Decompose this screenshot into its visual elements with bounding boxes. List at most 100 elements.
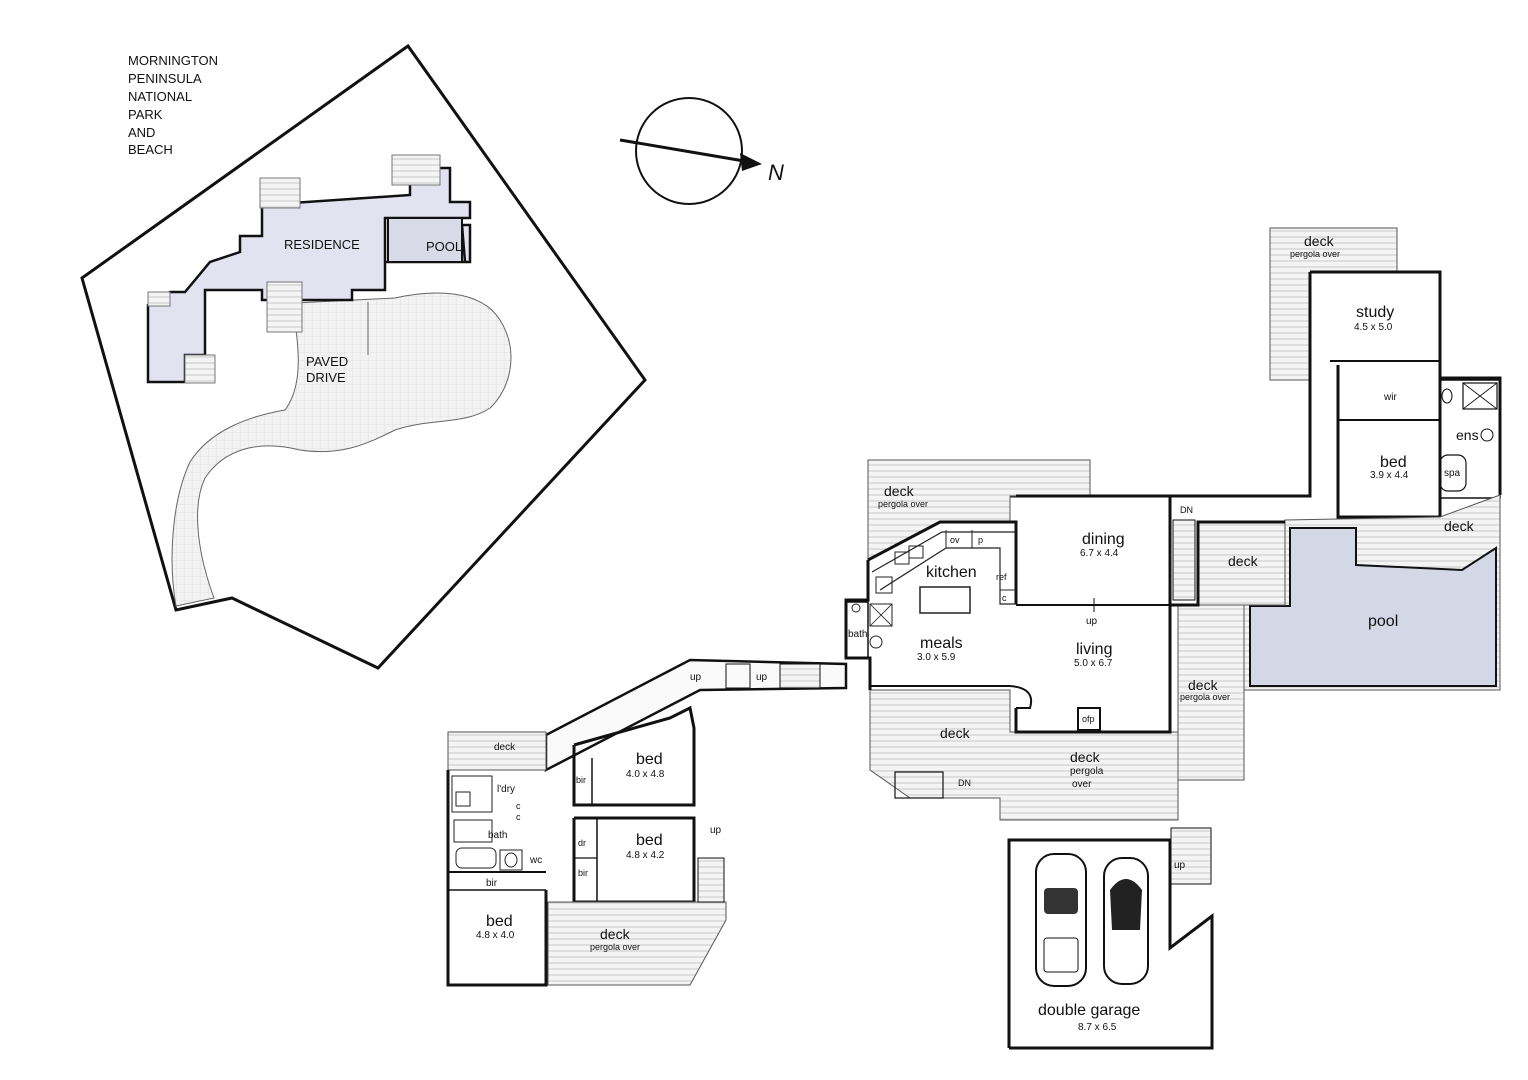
pool-label: pool: [1368, 613, 1398, 630]
garage-dims: 8.7 x 6.5: [1078, 1022, 1117, 1033]
dresser-label: dr: [578, 838, 586, 848]
living-label: living: [1076, 641, 1112, 658]
kitchen-label: kitchen: [926, 564, 977, 581]
stairs-down-label: DN: [958, 778, 971, 788]
living-side-deck: [1177, 604, 1245, 781]
site-deck: [184, 354, 216, 384]
deck-label: deck: [940, 725, 971, 741]
services-wall: [446, 770, 548, 987]
stairs-down-label: DN: [1180, 505, 1193, 515]
spa-label: spa: [1444, 468, 1461, 479]
study-label: study: [1356, 304, 1394, 321]
cupboard-label: c: [1002, 593, 1007, 603]
deck-label: deck: [1188, 677, 1219, 693]
study-dims: 4.5 x 5.0: [1354, 322, 1393, 333]
bir-label: bir: [576, 775, 586, 785]
stairs-up-label: up: [690, 672, 702, 683]
fireplace-label: ofp: [1082, 714, 1095, 724]
main-wall: [844, 560, 872, 690]
deck-sub-label: pergola over: [590, 942, 640, 952]
deck-label: deck: [1304, 233, 1335, 249]
site-note-line: PARK: [128, 107, 163, 122]
site-note-line: BEACH: [128, 142, 173, 157]
deck-label: deck: [1070, 749, 1101, 765]
stairs-down: [894, 771, 944, 799]
ens-label: ens: [1456, 427, 1479, 443]
cupboard-label: c: [516, 812, 521, 822]
bed-wing-front-deck: [547, 901, 727, 986]
oven-label: ov: [950, 535, 960, 545]
site-residence-label: RESIDENCE: [284, 237, 360, 252]
car-icon: [1035, 853, 1087, 987]
site-note-line: MORNINGTON: [128, 53, 218, 68]
dining-dims: 6.7 x 4.4: [1080, 548, 1119, 559]
bed4-dims: 4.8 x 4.0: [476, 930, 515, 941]
site-note-line: PENINSULA: [128, 71, 202, 86]
bir-label: bir: [486, 878, 498, 889]
pool: [1249, 527, 1497, 687]
site-paved-label: DRIVE: [306, 370, 346, 385]
bath-label: bath: [848, 629, 867, 640]
fridge-label: ref: [996, 572, 1007, 582]
compass-north-label: N: [768, 160, 784, 185]
main-wall: [1016, 494, 1285, 607]
study-wall: [1310, 270, 1442, 378]
stairs-up: [1170, 827, 1212, 885]
meals-label: meals: [920, 635, 963, 652]
garage-wall: [1007, 838, 1214, 1050]
deck-label: deck: [1444, 518, 1475, 534]
site-pool: [387, 217, 463, 263]
wir-label: wir: [1383, 392, 1397, 403]
stairs-up: [697, 857, 725, 903]
site-paved-label: PAVED: [306, 354, 348, 369]
deck-label: deck: [600, 926, 631, 942]
deck-label: deck: [1228, 553, 1259, 569]
bed4-label: bed: [486, 913, 513, 930]
site-deck: [147, 291, 171, 307]
deck-sub-label: pergola: [1070, 766, 1104, 777]
kitchen-deck: [867, 459, 1091, 561]
pantry-label: p: [978, 535, 983, 545]
stairs-down: [1172, 519, 1196, 601]
deck-label: deck: [494, 742, 516, 753]
bed2-wall: [572, 705, 696, 807]
stairs-up: [779, 663, 821, 689]
deck-sub-label: pergola over: [878, 499, 928, 509]
deck-sub-label: pergola over: [1180, 692, 1230, 702]
main-wall: [1014, 605, 1172, 734]
master-bed-label: bed: [1380, 454, 1407, 471]
bed2-dims: 4.0 x 4.8: [626, 769, 665, 780]
bed3-dims: 4.8 x 4.2: [626, 850, 665, 861]
site-pool-label: POOL: [426, 239, 462, 254]
site-stairs: [266, 281, 303, 333]
living-dims: 5.0 x 6.7: [1074, 658, 1113, 669]
garage-label: double garage: [1038, 1002, 1140, 1019]
site-deck: [259, 177, 301, 209]
paved-drive-area: [171, 292, 512, 607]
site-deck: [391, 154, 441, 186]
main-wall: [867, 520, 1018, 604]
deck-sub-label: pergola over: [1290, 249, 1340, 259]
kitchen-bench: [871, 530, 1016, 614]
bed3-label: bed: [636, 832, 663, 849]
deck-sub-label: over: [1072, 779, 1092, 790]
master-bed-dims: 3.9 x 4.4: [1370, 470, 1409, 481]
stairs-up-label: up: [710, 825, 722, 836]
stairs-up-label: up: [1086, 616, 1098, 627]
meals-dims: 3.0 x 5.9: [917, 652, 956, 663]
living-front-deck: [869, 689, 1179, 821]
wc-label: wc: [529, 855, 542, 866]
deck-label: deck: [884, 483, 915, 499]
dining-label: dining: [1082, 531, 1125, 548]
fireplace: [1077, 707, 1101, 731]
site-boundary: [80, 43, 647, 670]
site-note: MORNINGTON PENINSULA NATIONAL PARK AND B…: [128, 53, 218, 157]
bed-wing-deck: [447, 731, 547, 771]
bed2-label: bed: [636, 751, 663, 768]
car-icon: [1103, 857, 1149, 985]
compass: N: [619, 97, 784, 205]
cupboard-label: c: [516, 801, 521, 811]
bir-label: bir: [578, 868, 588, 878]
kitchen-island: [919, 586, 971, 614]
